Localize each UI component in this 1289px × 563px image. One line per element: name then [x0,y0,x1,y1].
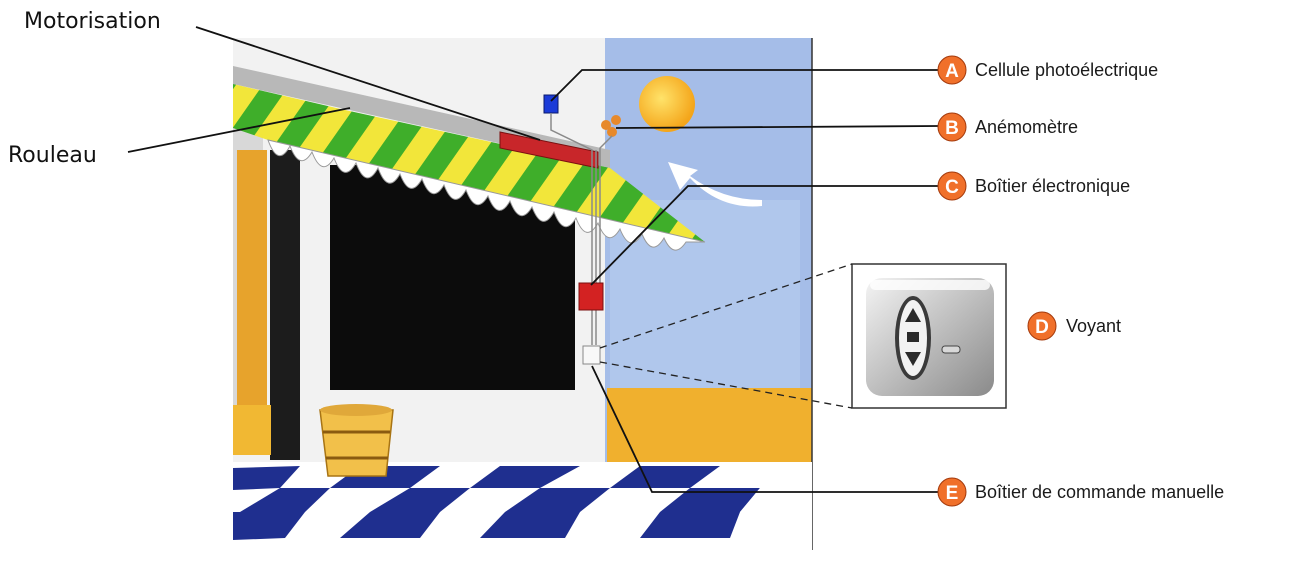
bucket [319,404,394,477]
label-rouleau: Rouleau [8,143,97,168]
awning-fabric [233,84,705,242]
callout-d-text: Voyant [1066,316,1121,336]
badge-e: E [937,477,967,507]
motor-housing [499,131,599,169]
leader-motorisation [195,26,541,141]
down-arrow-icon [905,352,921,366]
zoom-line-top [599,263,853,349]
callout-b-text: Anémomètre [975,117,1078,137]
sun [639,76,695,132]
label-motorisation: Motorisation [24,9,161,34]
electronic-box [578,282,604,311]
svg-text:A: A [945,61,959,82]
wind-arrow [668,162,762,207]
checkered-floor [233,462,812,552]
callout-c-text: Boîtier électronique [975,176,1130,196]
scene [233,38,813,552]
switch-inset [599,263,1007,409]
cables [550,113,613,345]
door-frame-dark [270,150,300,460]
wall-yellow-base [607,388,812,463]
svg-text:B: B [945,118,959,139]
badge-b: B [937,112,967,142]
svg-text:D: D [1035,317,1049,338]
photocell-sensor [543,94,559,114]
up-arrow-icon [905,308,921,322]
callout-leaders [550,69,939,493]
door-frame-orange [237,150,267,410]
anemometer [601,115,621,137]
callout-a-text: Cellule photoélectrique [975,60,1158,80]
indicator-light [941,345,961,354]
leader-rouleau [127,107,351,153]
badge-a: A [937,55,967,85]
callout-e-text: Boîtier de commande manuelle [975,482,1224,502]
zoom-line-bottom [599,361,853,409]
manual-switch [582,345,601,365]
svg-text:C: C [945,177,959,198]
svg-text:E: E [946,483,959,504]
badge-c: C [937,171,967,201]
door-left-base [233,405,271,455]
stop-square-icon [907,332,919,342]
badge-d: D [1027,311,1057,341]
